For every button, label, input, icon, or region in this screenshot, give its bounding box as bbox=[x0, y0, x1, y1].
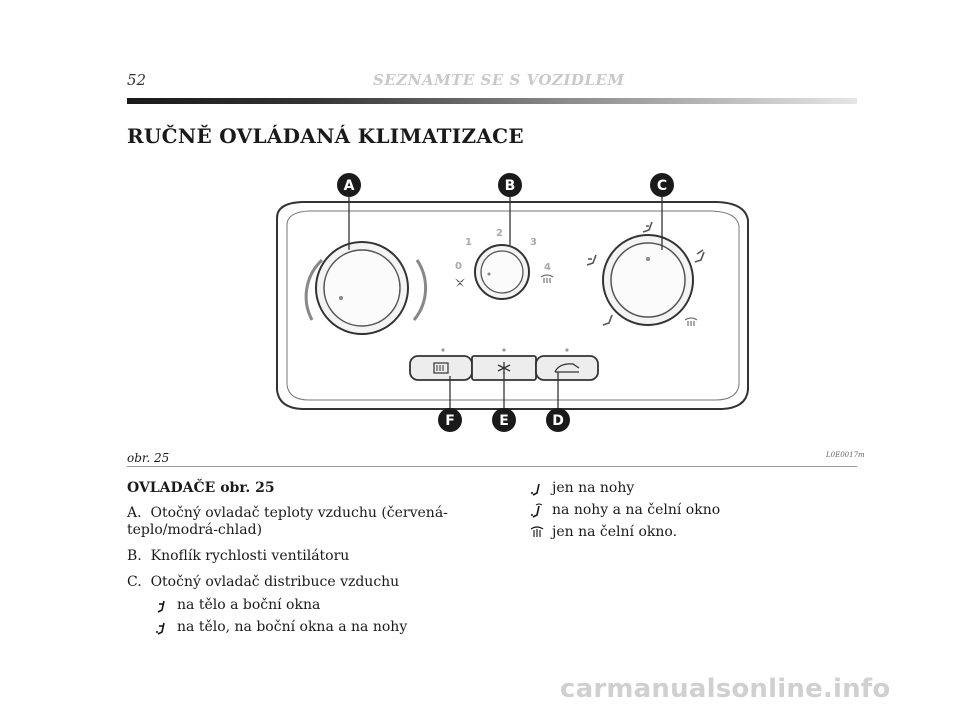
dist-icon-right bbox=[694, 249, 705, 263]
control-item-a: A. Otočný ovladač teploty vzduchu (červe… bbox=[127, 505, 448, 538]
air-distribution-knob[interactable] bbox=[602, 234, 694, 326]
callout-f: F bbox=[438, 408, 462, 432]
svg-text:D: D bbox=[552, 413, 564, 429]
figure-caption: obr. 25 bbox=[127, 451, 170, 465]
watermark: carmanualsonline.info bbox=[560, 674, 891, 704]
callout-c: C bbox=[650, 173, 674, 197]
air-feet-icon bbox=[530, 481, 544, 497]
fan-speed-1: 1 bbox=[465, 237, 472, 248]
windscreen-defrost-icon bbox=[530, 525, 544, 541]
callout-a: A bbox=[337, 173, 361, 197]
control-item-c: C. Otočný ovladač distribuce vzduchu bbox=[127, 574, 400, 590]
page-title: RUČNĚ OVLÁDANÁ KLIMATIZACE bbox=[127, 124, 524, 148]
distribution-option: na nohy a na čelní okno bbox=[530, 502, 860, 519]
temperature-knob[interactable] bbox=[304, 241, 428, 335]
header-rule bbox=[127, 98, 857, 104]
defrost-small-icon bbox=[540, 274, 554, 283]
figure-divider bbox=[127, 466, 857, 467]
controls-right-column: jen na nohy na nohy a na čelní okno jen … bbox=[530, 480, 860, 546]
fan-speed-3: 3 bbox=[530, 237, 537, 248]
fan-speed-knob[interactable] bbox=[474, 244, 530, 300]
page-number: 52 bbox=[127, 71, 147, 89]
svg-text:C: C bbox=[657, 178, 667, 194]
dist-icon-left bbox=[586, 254, 597, 266]
air-body-windows-feet-icon bbox=[155, 620, 169, 636]
air-feet-windscreen-icon bbox=[530, 503, 544, 519]
dist-icon-bottom-right bbox=[684, 317, 698, 326]
callout-d: D bbox=[546, 408, 570, 432]
climate-panel-figure: 0 1 2 3 4 bbox=[127, 160, 857, 450]
rear-defrost-button[interactable] bbox=[409, 355, 473, 381]
figure-code: L0E0017m bbox=[826, 451, 865, 459]
running-head: SEZNAMTE SE S VOZIDLEM bbox=[373, 71, 625, 89]
recirculation-button[interactable] bbox=[535, 355, 599, 381]
distribution-option: jen na čelní okno. bbox=[530, 524, 860, 541]
svg-text:E: E bbox=[499, 413, 509, 429]
dist-icon-bottom-left bbox=[602, 314, 613, 326]
controls-left-column: OVLADAČE obr. 25 A. Otočný ovladač teplo… bbox=[127, 480, 482, 641]
fan-icon bbox=[455, 278, 465, 287]
distribution-option: na tělo a boční okna bbox=[127, 597, 482, 614]
callout-e: E bbox=[492, 408, 516, 432]
fan-speed-4: 4 bbox=[544, 262, 551, 273]
distribution-option: jen na nohy bbox=[530, 480, 860, 497]
controls-heading: OVLADAČE obr. 25 bbox=[127, 480, 275, 496]
button-strip bbox=[441, 348, 569, 352]
fan-speed-0: 0 bbox=[455, 261, 462, 272]
callout-b: B bbox=[498, 173, 522, 197]
svg-text:F: F bbox=[445, 413, 455, 429]
svg-text:A: A bbox=[344, 178, 355, 194]
panel-inner-outline bbox=[286, 210, 740, 401]
dist-icon-feet-top bbox=[642, 221, 653, 233]
control-item-b: B. Knoflík rychlosti ventilátoru bbox=[127, 548, 350, 564]
fan-speed-2: 2 bbox=[496, 228, 503, 239]
svg-text:B: B bbox=[505, 178, 516, 194]
distribution-option: na tělo, na boční okna a na nohy bbox=[127, 619, 482, 636]
air-body-windows-icon bbox=[155, 598, 169, 614]
